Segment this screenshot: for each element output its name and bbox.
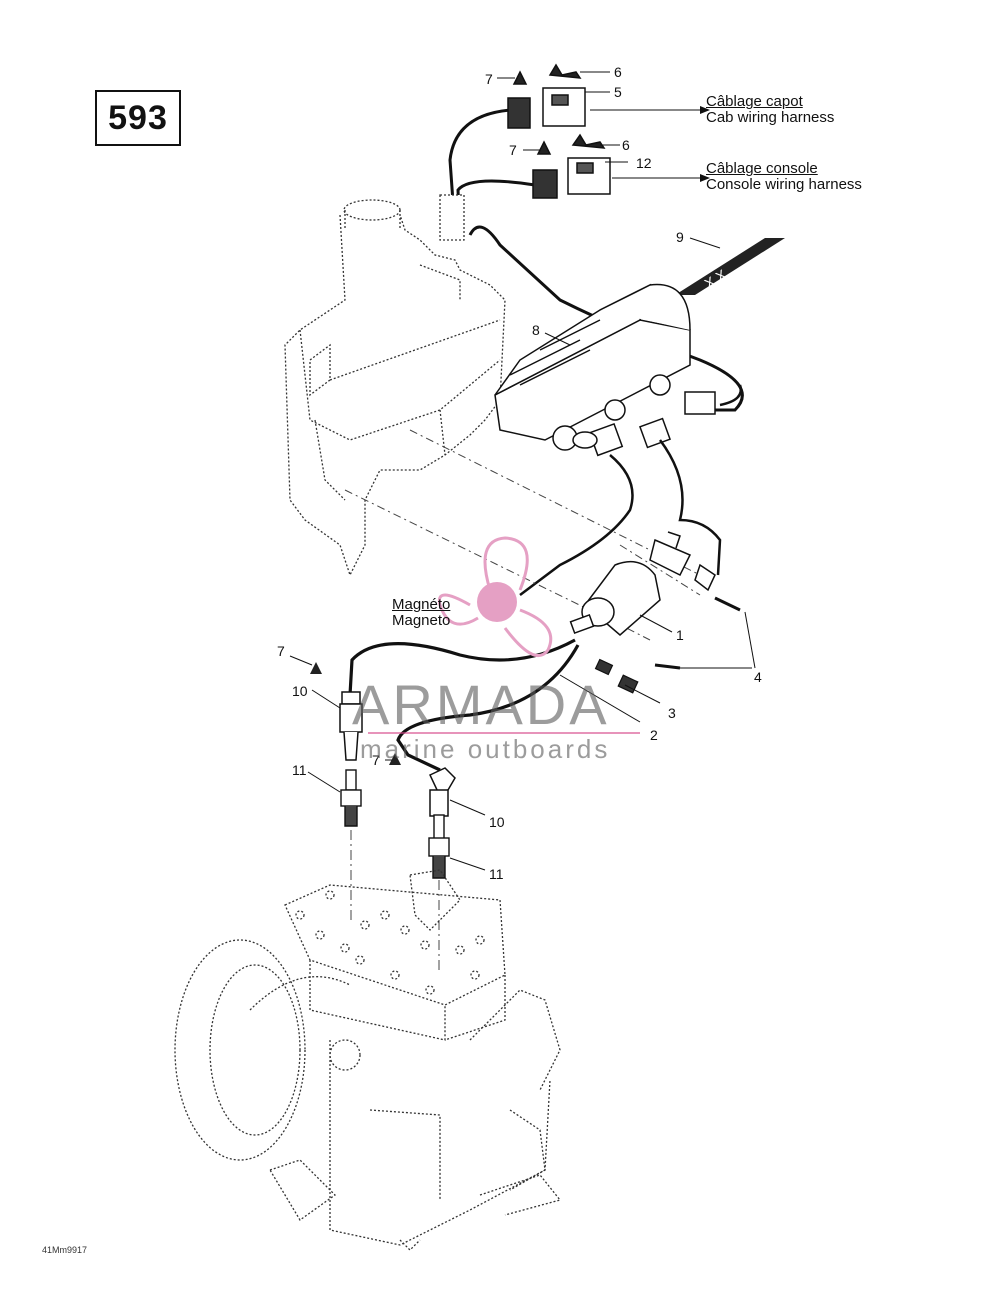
spark-plug-caps [339, 691, 456, 817]
callout-7: 7 [485, 71, 493, 87]
page-number: 593 [95, 90, 181, 146]
small-fasteners [310, 662, 401, 765]
watermark-tagline: marine outboards [360, 734, 611, 764]
callout-2: 2 [650, 727, 658, 743]
oil-tank [284, 199, 506, 577]
ground-connector [594, 658, 639, 694]
callout-5: 5 [614, 84, 622, 100]
magneto-fr-text: Magnéto [392, 596, 451, 613]
engine-block [174, 869, 562, 1251]
callout-10: 10 [489, 814, 505, 830]
mpem-module [494, 283, 691, 451]
magneto-label-fr: Magnéto [392, 597, 450, 613]
console-harness-label-fr: Câblage console [706, 161, 818, 177]
cab-connector [507, 63, 586, 129]
callout-12: 12 [636, 155, 652, 171]
cab-harness-label-fr: Câblage capot [706, 94, 803, 110]
cab-harness-fr-text: Câblage capot [706, 93, 803, 110]
coil-wires [519, 384, 743, 596]
callout-7: 7 [372, 752, 380, 768]
magneto-label-en: Magneto [392, 612, 451, 629]
callout-11: 11 [489, 866, 504, 882]
console-harness-label-en: Console wiring harness [706, 176, 862, 193]
harness-arrows [700, 106, 710, 182]
spark-plugs [340, 769, 450, 879]
cab-harness-label-en: Cab wiring harness [706, 109, 835, 126]
callout-6: 6 [614, 64, 622, 80]
callout-11: 11 [292, 762, 307, 778]
console-connector [532, 133, 611, 199]
callout-10: 10 [292, 683, 308, 699]
callout-1: 1 [676, 627, 684, 643]
plug-guide-lines [350, 830, 440, 970]
figure-code: 41Mm9917 [42, 1245, 88, 1255]
callout-4: 4 [754, 669, 762, 685]
callout-9: 9 [676, 229, 684, 245]
watermark-underline [368, 732, 640, 734]
module-plugs [572, 391, 716, 457]
callout-6: 6 [622, 137, 630, 153]
watermark-brand: ARMADA [352, 673, 610, 736]
harness-sleeve [439, 194, 465, 241]
callout-8: 8 [532, 322, 540, 338]
callout-7: 7 [509, 142, 517, 158]
console-harness-fr-text: Câblage console [706, 160, 818, 177]
ignition-coil [569, 531, 741, 670]
callout-leaders [289, 71, 756, 871]
watermark-propeller [437, 536, 553, 658]
callout-3: 3 [668, 705, 676, 721]
callout-7: 7 [277, 643, 285, 659]
decal: X X [675, 238, 785, 295]
